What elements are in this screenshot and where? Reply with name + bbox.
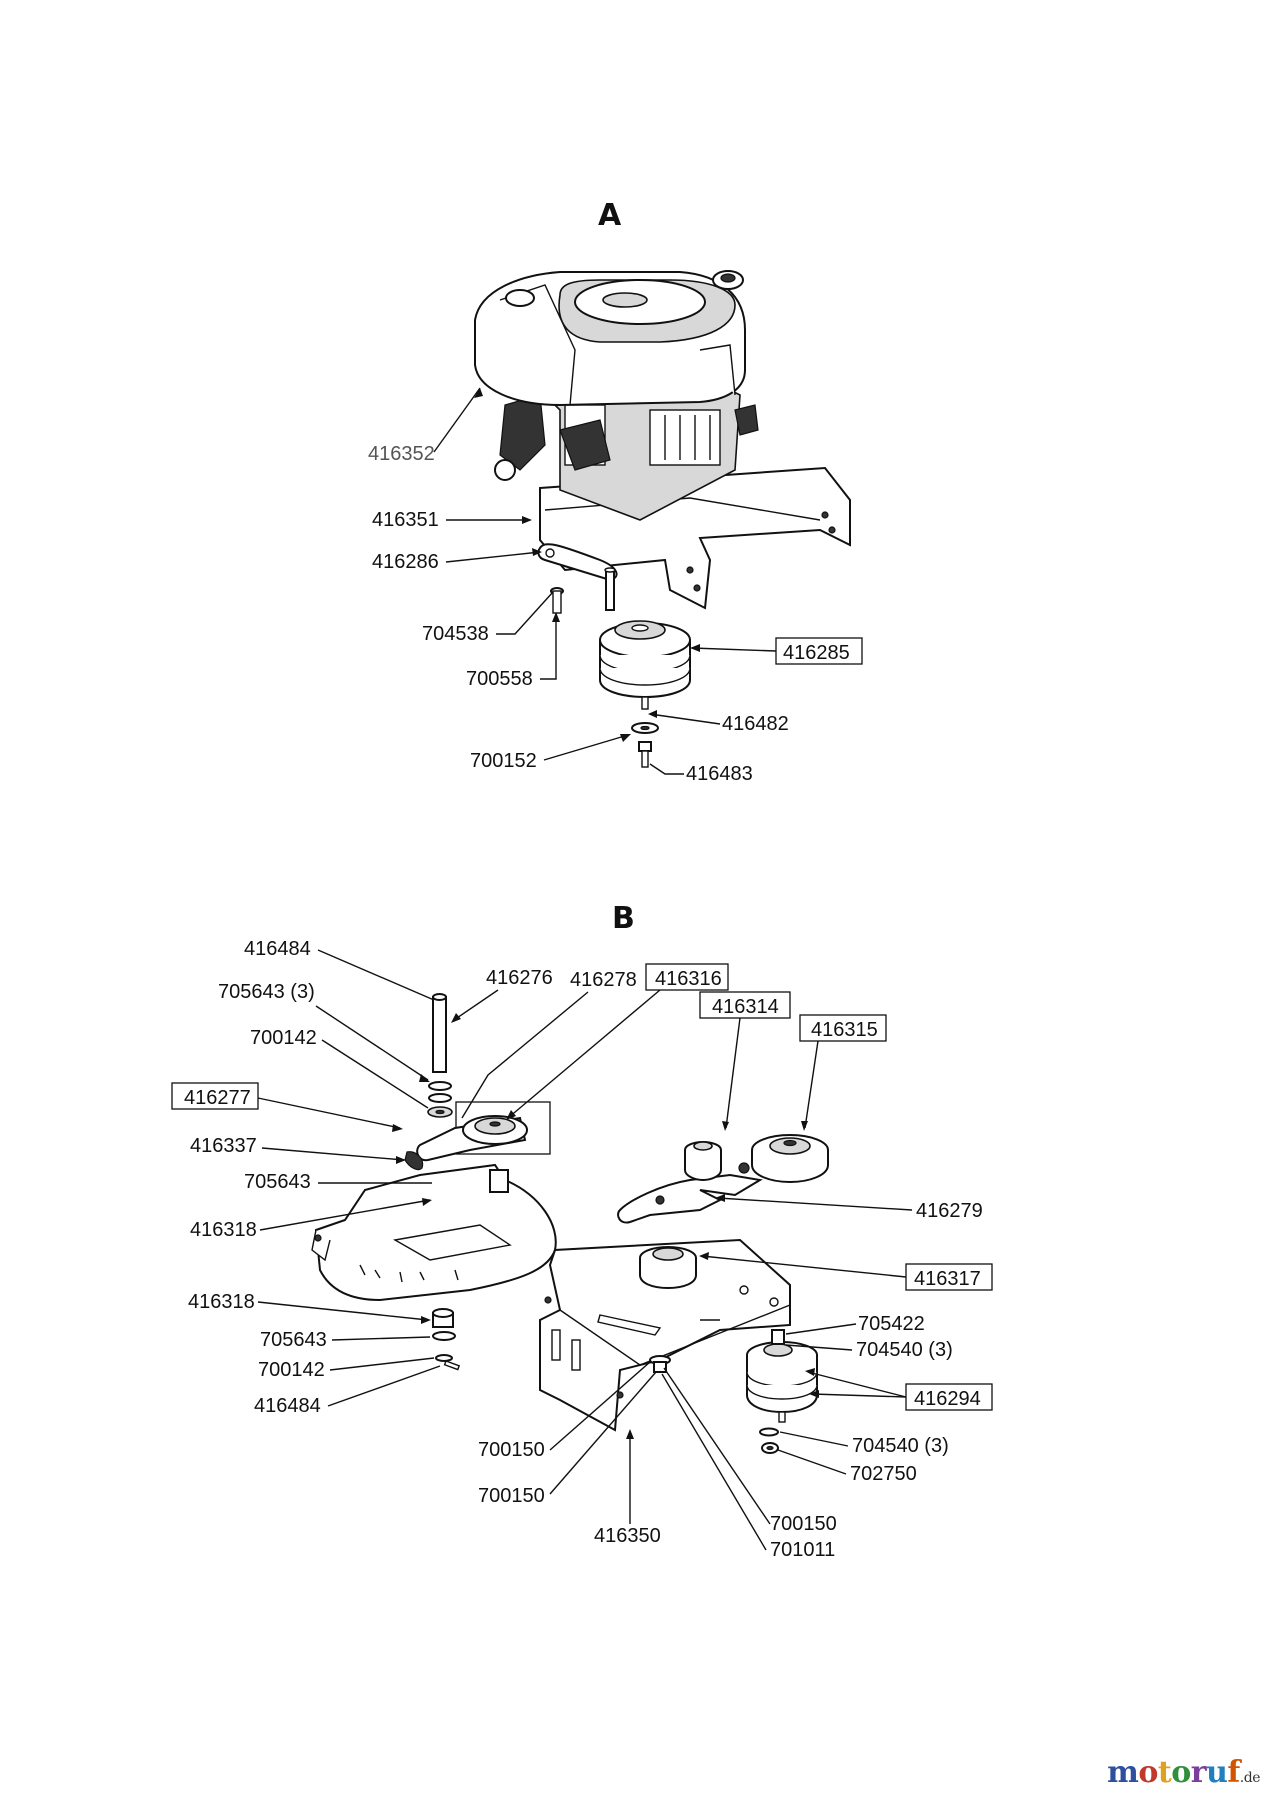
watermark-logo: motoruf.de: [1107, 1755, 1260, 1790]
part-label-416350: 416350: [594, 1525, 661, 1547]
part-label-416278: 416278: [570, 969, 637, 991]
part-label-705643-low: 705643: [260, 1329, 327, 1351]
part-label-416482: 416482: [722, 713, 789, 735]
part-label-416316: 416316: [655, 968, 722, 990]
part-label-704540-3a: 704540 (3): [856, 1339, 953, 1361]
part-label-416276: 416276: [486, 967, 553, 989]
part-label-416315: 416315: [811, 1019, 878, 1041]
part-label-416294: 416294: [914, 1388, 981, 1410]
part-box-416277: [171, 1082, 259, 1110]
part-label-700150-b: 700150: [478, 1485, 545, 1507]
part-label-705643-3: 705643 (3): [218, 981, 315, 1003]
main-bracket-416350: [539, 1238, 818, 1432]
part-label-704538: 704538: [422, 623, 489, 645]
engine-assembly: [474, 270, 851, 610]
washer-bolt-416483: [631, 722, 659, 768]
part-label-702750: 702750: [850, 1463, 917, 1485]
part-label-701011: 701011: [770, 1539, 835, 1561]
pulley-bracket-416279: [617, 1134, 829, 1224]
pulley-416285: [599, 620, 691, 710]
part-box-416314: [699, 991, 791, 1019]
watermark-tld: .de: [1239, 1770, 1261, 1786]
nut-702750: [759, 1427, 779, 1454]
part-label-416285: 416285: [783, 642, 850, 664]
part-label-416279: 416279: [916, 1200, 983, 1222]
bolt-704538: [550, 587, 564, 614]
section-letter-a: A: [598, 198, 622, 233]
part-box-416315: [799, 1014, 887, 1042]
part-label-700558: 700558: [466, 668, 533, 690]
part-label-416351: 416351: [372, 509, 439, 531]
part-label-704540-3b: 704540 (3): [852, 1435, 949, 1457]
washers-low: [432, 1308, 461, 1371]
part-label-416484-low: 416484: [254, 1395, 321, 1417]
section-letter-b: B: [612, 901, 635, 936]
part-label-416318-low: 416318: [188, 1291, 255, 1313]
pin-416484-top: [427, 993, 453, 1118]
part-label-416286: 416286: [372, 551, 439, 573]
part-label-700150-a: 700150: [478, 1439, 545, 1461]
watermark-name: motoruf: [1107, 1755, 1240, 1790]
part-label-416483: 416483: [686, 763, 753, 785]
link-arm: [537, 543, 618, 611]
part-label-705643-mid: 705643: [244, 1171, 311, 1193]
belt-guard-plate: [311, 1163, 557, 1302]
part-label-700150-c: 700150: [770, 1513, 837, 1535]
part-label-416352: 416352: [368, 443, 435, 465]
part-label-700142-low: 700142: [258, 1359, 325, 1381]
part-label-416337: 416337: [190, 1135, 257, 1157]
part-label-416318-mid: 416318: [190, 1219, 257, 1241]
part-label-416277: 416277: [184, 1087, 251, 1109]
part-label-700152: 700152: [470, 750, 537, 772]
part-box-416316: [645, 963, 729, 991]
part-label-705422: 705422: [858, 1313, 925, 1335]
part-label-416317: 416317: [914, 1268, 981, 1290]
part-label-416314: 416314: [712, 996, 779, 1018]
part-label-416484-top: 416484: [244, 938, 311, 960]
part-label-700142-top: 700142: [250, 1027, 317, 1049]
idler-arm-416277: [404, 1115, 528, 1171]
